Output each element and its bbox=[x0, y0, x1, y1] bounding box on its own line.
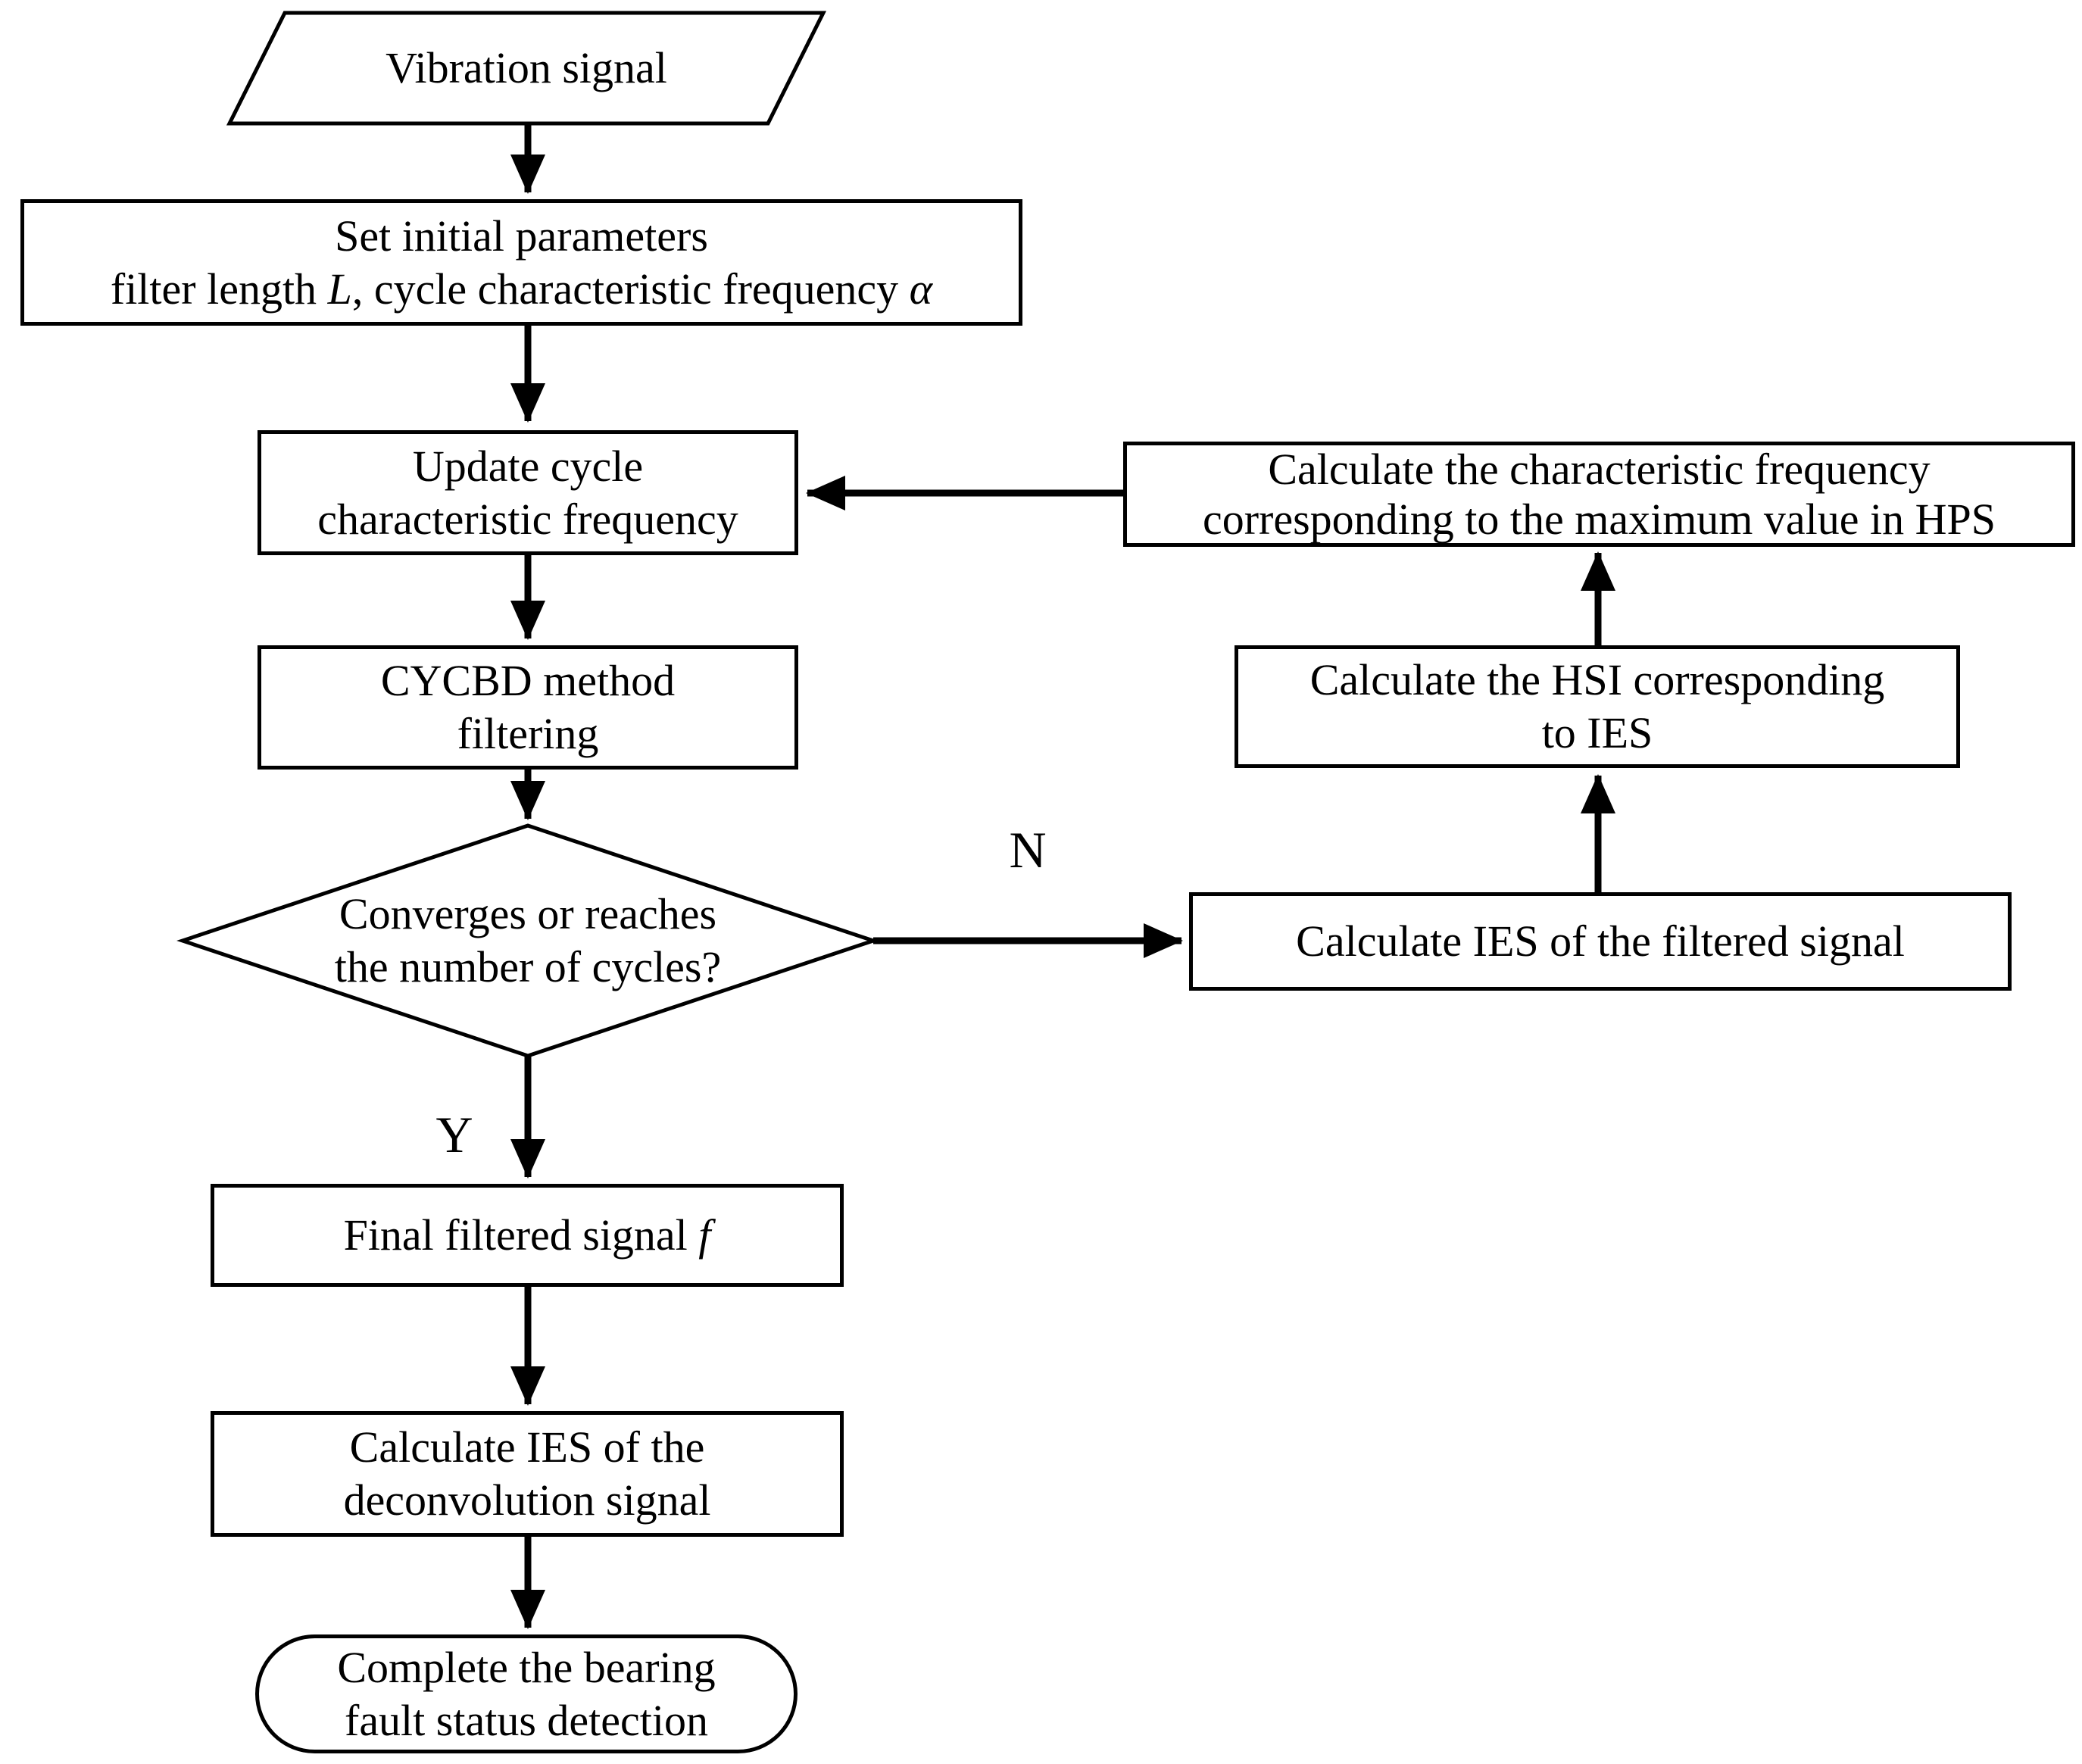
node-label-line2: to IES bbox=[1541, 708, 1653, 757]
node-label: Calculate IES of the filtered signal bbox=[1296, 916, 1905, 966]
node-label-line2: the number of cycles? bbox=[334, 942, 722, 991]
edge-label-no: N bbox=[1009, 821, 1047, 879]
node-label-line2: filtering bbox=[457, 709, 599, 758]
node-label-line1: Calculate the characteristic frequency bbox=[1268, 444, 1931, 494]
node-label-line1: CYCBD method bbox=[380, 656, 676, 705]
node-label-line1: Update cycle bbox=[412, 441, 644, 491]
node-update-cycle-frequency: Update cycle characteristic frequency bbox=[258, 430, 798, 555]
variable-L: L bbox=[327, 264, 352, 314]
node-vibration-signal: Vibration signal bbox=[285, 13, 768, 123]
node-final-filtered-signal: Final filtered signal f bbox=[211, 1184, 844, 1287]
parallelogram-vibration-signal bbox=[226, 11, 827, 126]
node-ies-filtered-signal: Calculate IES of the filtered signal bbox=[1189, 892, 2012, 991]
node-hsi-corresponding-ies: Calculate the HSI corresponding to IES bbox=[1235, 645, 1960, 768]
node-label-line1: Calculate IES of the bbox=[349, 1422, 705, 1472]
node-set-initial-parameters: Set initial parameters filter length L, … bbox=[20, 199, 1022, 326]
node-converges-decision: Converges or reaches the number of cycle… bbox=[263, 848, 793, 1033]
node-cycbd-filtering: CYCBD method filtering bbox=[258, 645, 798, 770]
edge-label-yes: Y bbox=[435, 1106, 473, 1163]
node-complete-detection: Complete the bearing fault status detect… bbox=[255, 1634, 798, 1753]
node-label: Final filtered signal f bbox=[344, 1209, 711, 1262]
label-text: filter length bbox=[110, 264, 328, 314]
node-ies-deconvolution-signal: Calculate IES of the deconvolution signa… bbox=[211, 1411, 844, 1537]
node-label-line2: deconvolution signal bbox=[343, 1475, 711, 1525]
node-label-line2: filter length L, cycle characteristic fr… bbox=[111, 263, 932, 316]
node-label: Vibration signal bbox=[385, 43, 667, 92]
node-label-line1: Converges or reaches bbox=[339, 889, 717, 938]
variable-f: f bbox=[698, 1210, 711, 1260]
node-label-line1: Complete the bearing bbox=[337, 1642, 716, 1692]
label-text: Final filtered signal bbox=[343, 1210, 699, 1260]
node-label-line2: corresponding to the maximum value in HP… bbox=[1202, 494, 1996, 544]
diamond-converges-decision bbox=[176, 823, 879, 1058]
node-label-line1: Calculate the HSI corresponding bbox=[1309, 655, 1885, 704]
node-label-line1: Set initial parameters bbox=[335, 211, 708, 261]
node-label-line2: fault status detection bbox=[345, 1695, 708, 1745]
node-characteristic-frequency-hps: Calculate the characteristic frequency c… bbox=[1123, 442, 2075, 547]
label-text: , cycle characteristic frequency bbox=[351, 264, 910, 314]
variable-alpha: α bbox=[909, 264, 933, 314]
node-label-line2: characteristic frequency bbox=[317, 494, 738, 544]
